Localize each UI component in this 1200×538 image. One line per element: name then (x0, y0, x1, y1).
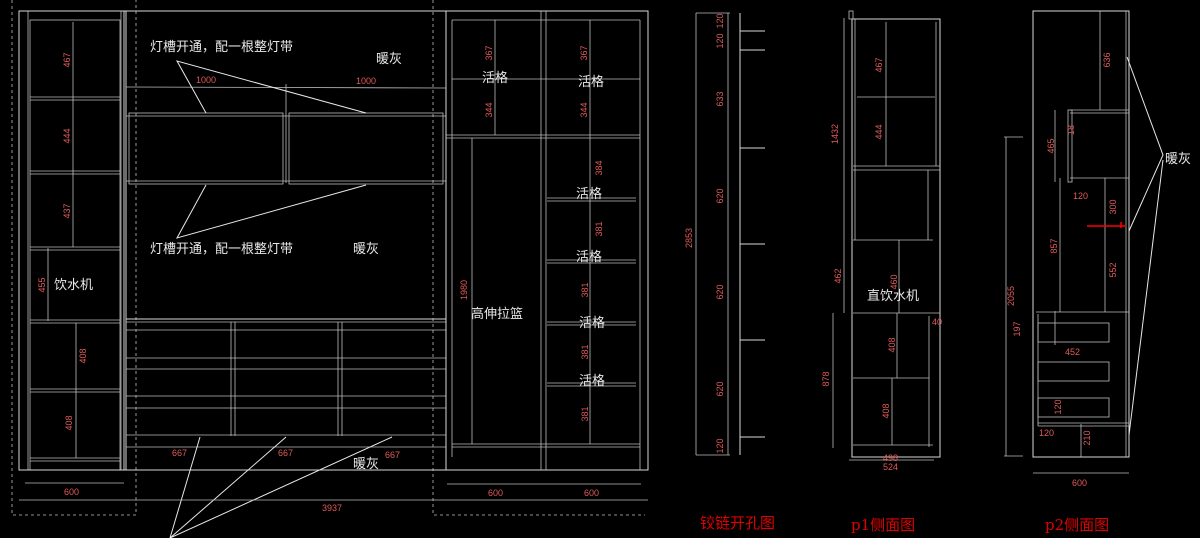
dim-label: 667 (172, 448, 187, 458)
dim-label: 1432 (830, 124, 840, 144)
dim-label: 455 (37, 277, 47, 292)
dim-label: 381 (594, 221, 604, 236)
dim-label: 408 (78, 348, 88, 363)
dim-label: 452 (1065, 347, 1080, 357)
dim-label: 620 (715, 188, 725, 203)
dim-label: 636 (1102, 52, 1112, 67)
dim-label: 878 (821, 371, 831, 386)
p2-title: p2侧面图 (1045, 516, 1109, 534)
color-note: 暖灰 (1165, 152, 1191, 167)
dim-label: 1980 (459, 280, 469, 300)
dim-label: 367 (579, 45, 589, 60)
dim-label: 524 (883, 462, 898, 472)
hinge-diagram: 2853 120 120 633 620 620 620 120 铰链开孔图 (684, 12, 775, 532)
dim-label: 381 (580, 406, 590, 421)
dim-label: 498 (883, 453, 898, 463)
dim-label: 444 (62, 128, 72, 143)
left-cabinet: 467 444 437 455 408 408 饮水机 (18, 10, 125, 471)
dim-label: 460 (889, 274, 899, 289)
dim-label: 2853 (684, 228, 694, 248)
dim-label: 600 (488, 488, 503, 498)
dim-label: 120 (715, 438, 725, 453)
dim-label: 408 (881, 403, 891, 418)
dim-label: 408 (64, 415, 74, 430)
dim-label: 444 (874, 124, 884, 139)
dim-label: 197 (1012, 321, 1022, 336)
adjustable-shelf-label: 活格 (579, 373, 605, 389)
dim-label: 462 (833, 268, 843, 283)
dim-label: 120 (715, 33, 725, 48)
light-note-bottom: 灯槽开通，配一根整灯带 (150, 242, 293, 257)
bottom-dimensions: 600 3937 600 600 (19, 482, 648, 513)
dim-label: 18 (1066, 125, 1076, 135)
adjustable-shelf-label: 活格 (578, 74, 604, 90)
dim-label: 40 (932, 317, 942, 327)
dim-label: 467 (874, 57, 884, 72)
dim-label: 667 (278, 448, 293, 458)
dim-label: 384 (594, 160, 604, 175)
pullout-basket-label: 高伸拉篮 (471, 306, 523, 322)
p1-side-view: 1432 467 444 462 460 878 408 408 40 498 … (821, 10, 942, 534)
dim-label: 620 (715, 284, 725, 299)
adjustable-shelf-label: 活格 (482, 70, 508, 86)
dim-label: 367 (484, 45, 494, 60)
dim-label: 1000 (356, 76, 376, 86)
dim-label: 120 (1053, 399, 1063, 414)
adjustable-shelf-label: 活格 (576, 186, 602, 202)
direct-drinking-machine-label: 直饮水机 (867, 289, 919, 304)
dim-label: 381 (580, 282, 590, 297)
dim-label: 344 (484, 102, 494, 117)
color-note: 暖灰 (376, 52, 402, 67)
dim-label: 633 (715, 91, 725, 106)
dim-label: 120 (1039, 428, 1054, 438)
color-note: 暖灰 (353, 242, 379, 257)
dim-label: 408 (887, 337, 897, 352)
right-cabinet: 367 344 1980 367 344 384 381 381 381 381… (445, 10, 649, 471)
dim-label: 300 (1108, 199, 1118, 214)
dim-label: 620 (715, 381, 725, 396)
dim-label: 1000 (196, 75, 216, 85)
dim-label: 210 (1082, 430, 1092, 445)
dim-label: 2055 (1006, 286, 1016, 306)
dim-label: 600 (584, 488, 599, 498)
light-note-top: 灯槽开通，配一根整灯带 (150, 40, 293, 55)
water-dispenser-label: 饮水机 (54, 278, 93, 293)
dim-label: 857 (1049, 238, 1059, 253)
dim-label: 667 (385, 450, 400, 460)
adjustable-shelf-label: 活格 (576, 249, 602, 265)
dim-label: 465 (1046, 138, 1056, 153)
p1-title: p1侧面图 (851, 516, 915, 534)
dim-label: 600 (64, 487, 79, 497)
dim-label: 600 (1072, 478, 1087, 488)
p2-side-view: 636 465 18 120 300 857 552 2055 197 452 … (1004, 10, 1191, 534)
dashed-boundaries (11, 0, 645, 516)
dim-label: 467 (62, 52, 72, 67)
dim-label: 120 (715, 13, 725, 28)
dim-label: 344 (579, 102, 589, 117)
dim-label: 437 (62, 203, 72, 218)
dim-label: 381 (580, 344, 590, 359)
adjustable-shelf-label: 活格 (579, 315, 605, 331)
color-note: 暖灰 (353, 457, 379, 472)
dim-label: 552 (1108, 262, 1118, 277)
hinge-title: 铰链开孔图 (700, 514, 775, 532)
middle-section: 1000 1000 灯槽开通，配一根整灯带 暖灰 灯槽开通，配一根整灯带 暖灰 … (19, 10, 648, 538)
dim-label: 3937 (322, 503, 342, 513)
dim-label: 120 (1073, 191, 1088, 201)
